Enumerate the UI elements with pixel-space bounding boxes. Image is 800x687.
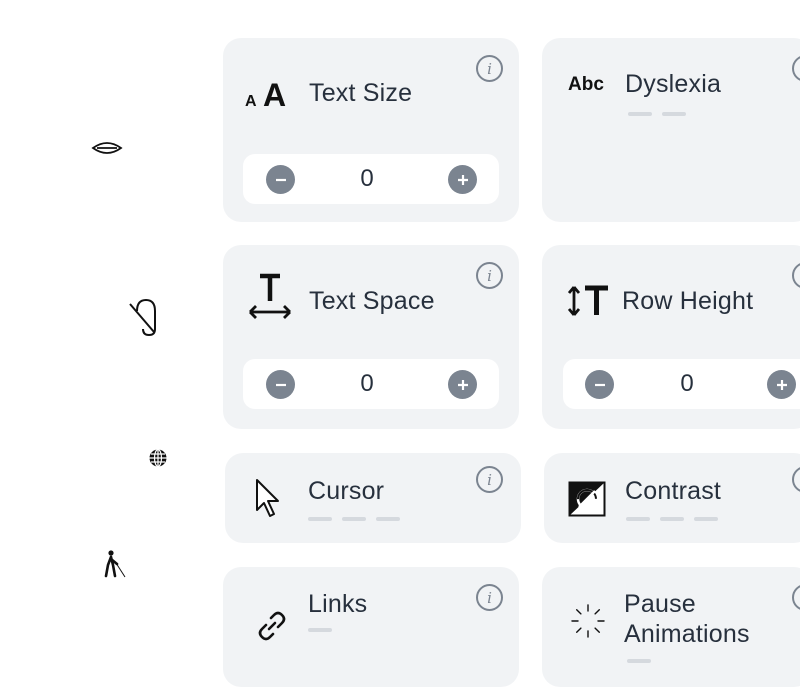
decrease-button[interactable] — [266, 370, 295, 399]
step-value: 0 — [360, 165, 374, 192]
card-title: Dyslexia — [625, 70, 722, 98]
globe-icon[interactable] — [148, 448, 168, 468]
info-button[interactable]: i — [792, 584, 800, 611]
eye-slash-icon[interactable] — [91, 136, 123, 160]
text-space-stepper: 0 — [243, 359, 499, 409]
info-button[interactable]: i — [792, 55, 800, 82]
info-button[interactable]: i — [792, 262, 800, 289]
contrast-icon — [568, 481, 606, 517]
card-title: Text Size — [309, 79, 413, 107]
minus-icon — [275, 383, 286, 386]
level-indicator — [628, 112, 686, 116]
info-icon: i — [487, 59, 492, 78]
increase-button[interactable] — [448, 165, 477, 194]
cursor-icon — [253, 478, 283, 520]
ear-deaf-icon[interactable] — [127, 297, 161, 337]
card-title-line2: Animations — [624, 620, 750, 648]
svg-text:A: A — [245, 93, 257, 108]
card-pause-animations[interactable]: Pause Animations i — [542, 567, 800, 687]
decrease-button[interactable] — [266, 165, 295, 194]
row-height-stepper: 0 — [563, 359, 800, 409]
level-indicator — [308, 628, 332, 632]
decrease-button[interactable] — [585, 370, 614, 399]
card-cursor[interactable]: Cursor i — [225, 453, 521, 543]
spinner-icon — [570, 603, 606, 639]
svg-text:A: A — [263, 77, 286, 108]
increase-button[interactable] — [448, 370, 477, 399]
info-button[interactable]: i — [476, 262, 503, 289]
info-icon: i — [487, 588, 492, 607]
card-title-line1: Pause — [624, 590, 696, 618]
dyslexia-icon: Abc — [568, 74, 604, 95]
text-size-icon: A A — [245, 76, 293, 108]
blind-person-icon[interactable] — [102, 550, 126, 578]
info-icon: i — [487, 470, 492, 489]
card-title: Contrast — [625, 477, 722, 505]
card-title: Row Height — [622, 287, 754, 315]
card-title: Text Space — [309, 287, 435, 315]
link-icon — [256, 610, 288, 642]
text-size-stepper: 0 — [243, 154, 499, 204]
step-value: 0 — [680, 370, 694, 397]
card-contrast[interactable]: Contrast i — [544, 453, 800, 543]
level-indicator — [626, 517, 718, 521]
info-button[interactable]: i — [792, 466, 800, 493]
plus-icon — [457, 379, 468, 390]
minus-icon — [594, 383, 605, 386]
row-height-icon — [566, 283, 610, 319]
level-indicator — [627, 659, 651, 663]
card-text-space[interactable]: Text Space i 0 — [223, 245, 519, 429]
step-value: 0 — [360, 370, 374, 397]
minus-icon — [275, 178, 286, 181]
increase-button[interactable] — [767, 370, 796, 399]
card-dyslexia[interactable]: Abc Dyslexia i — [542, 38, 800, 222]
card-title: Links — [308, 590, 368, 618]
level-indicator — [308, 517, 400, 521]
card-text-size[interactable]: A A Text Size i 0 — [223, 38, 519, 222]
card-links[interactable]: Links i — [223, 567, 519, 687]
info-icon: i — [487, 266, 492, 285]
info-button[interactable]: i — [476, 55, 503, 82]
text-spacing-icon — [247, 273, 293, 321]
card-title: Cursor — [308, 477, 385, 505]
plus-icon — [776, 379, 787, 390]
info-button[interactable]: i — [476, 466, 503, 493]
card-row-height[interactable]: Row Height i 0 — [542, 245, 800, 429]
info-button[interactable]: i — [476, 584, 503, 611]
plus-icon — [457, 174, 468, 185]
